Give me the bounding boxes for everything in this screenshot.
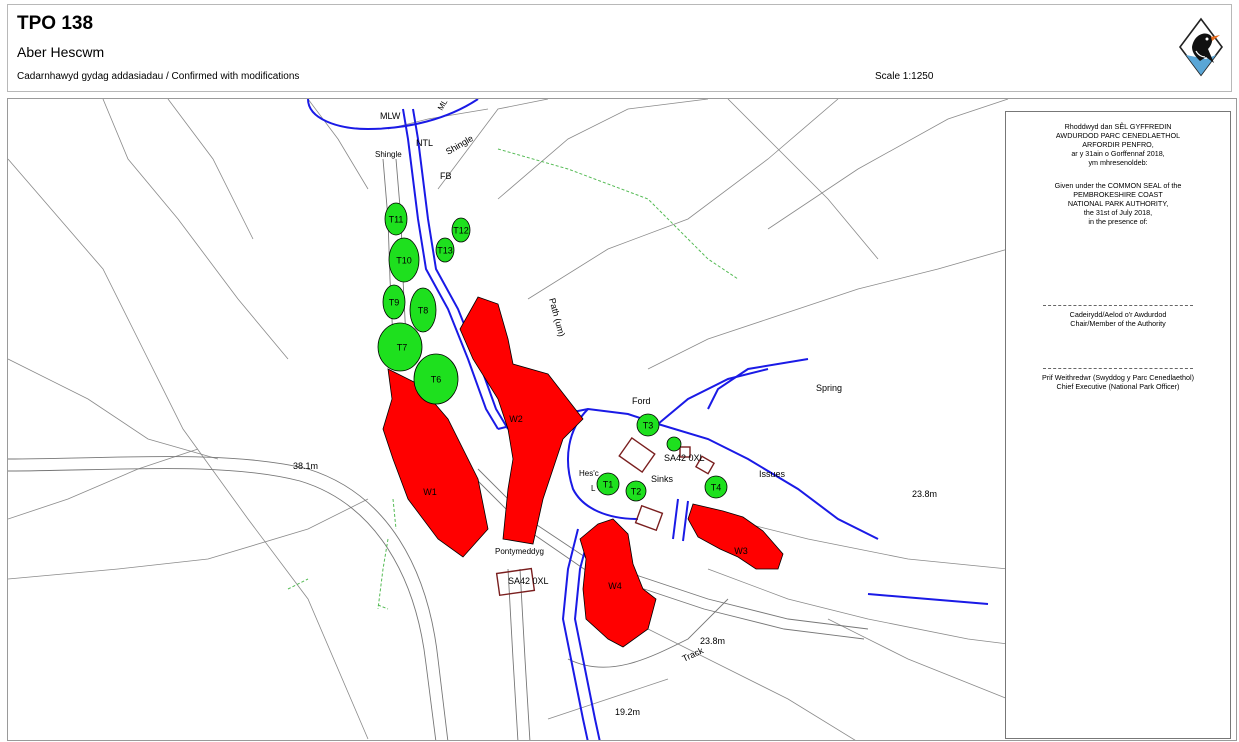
- woodland-label: W2: [509, 414, 523, 424]
- woodland-labels: W1 W2 W3 W4: [423, 414, 748, 591]
- seal-welsh-text: Rhoddwyd dan SÊL GYFFREDIN AWDURDOD PARC…: [1006, 122, 1230, 167]
- tree-label: T12: [453, 225, 469, 235]
- woodland-w4: [579, 518, 657, 648]
- seal-line: ARFORDIR PENFRO,: [1082, 140, 1154, 149]
- tree-t4: [704, 475, 728, 499]
- tree-t12: [451, 217, 471, 243]
- seal-english-text: Given under the COMMON SEAL of the PEMBR…: [1006, 181, 1230, 226]
- label-track: Track: [681, 645, 706, 664]
- tree-label: T7: [397, 342, 408, 352]
- label-fb: FB: [440, 171, 452, 181]
- seal-line: Given under the COMMON SEAL of the: [1054, 181, 1182, 190]
- tree-t8: [409, 287, 437, 333]
- tree-label: T1: [603, 479, 614, 489]
- label-mlw: MLW: [380, 111, 401, 121]
- tree-label: T8: [418, 305, 429, 315]
- tree-t2: [625, 480, 647, 502]
- label-height-238-bottom: 23.8m: [700, 636, 725, 646]
- buildings: [495, 436, 716, 597]
- signature-line: [1043, 368, 1193, 369]
- national-park-logo: [1179, 17, 1223, 77]
- woodland-label: W1: [423, 487, 437, 497]
- tree-label: T4: [711, 482, 722, 492]
- label-postcode-2: SA42 0XL: [508, 576, 549, 586]
- label-height-192: 19.2m: [615, 707, 640, 717]
- tree-t5-unlabelled: [666, 436, 682, 452]
- common-seal-panel: Rhoddwyd dan SÊL GYFFREDIN AWDURDOD PARC…: [1005, 111, 1231, 739]
- label-path-um: Path (um): [547, 297, 567, 338]
- label-pontymeddyg: Pontymeddyg: [495, 547, 544, 556]
- label-postcode-1: SA42 0XL: [664, 453, 705, 463]
- map-subtitle: Aber Hescwm: [17, 44, 105, 60]
- label-ntl: NTL: [416, 138, 433, 148]
- tree-label: T9: [389, 297, 400, 307]
- label-sinks: Sinks: [651, 474, 674, 484]
- woodland-w3: [687, 503, 784, 570]
- tree-t13: [435, 237, 455, 263]
- protected-trees: [377, 202, 728, 502]
- seal-line: ar y 31ain o Gorffennaf 2018,: [1071, 149, 1165, 158]
- tree-label: T6: [431, 374, 442, 384]
- label-spring: Spring: [816, 383, 842, 393]
- signatory-title: Chair/Member of the Authority: [1070, 319, 1166, 328]
- signatory-title: Chief Executive (National Park Officer): [1056, 382, 1180, 391]
- woodland-areas: [382, 296, 784, 648]
- seal-line: ym mhresenoldeb:: [1088, 158, 1148, 167]
- tree-labels: T1 T2 T3 T4 T6 T7 T8 T9 T10 T11 T12 T13: [389, 214, 722, 496]
- label-issues: Issues: [759, 469, 786, 479]
- seal-line: in the presence of:: [1088, 217, 1148, 226]
- label-height-381: 38.1m: [293, 461, 318, 471]
- tree-label: T10: [396, 255, 412, 265]
- label-ford: Ford: [632, 396, 651, 406]
- signature-block-chair: Cadeirydd/Aelod o'r Awdurdod Chair/Membe…: [1006, 305, 1230, 328]
- tree-t10: [388, 237, 420, 283]
- field-boundaries: [8, 99, 1009, 740]
- tree-t6: [413, 353, 459, 405]
- signature-block-chief-executive: Prif Weithredwr (Swyddog y Parc Cenedlae…: [1006, 368, 1230, 391]
- woodland-label: W4: [608, 581, 622, 591]
- label-hescwm-2: L: [591, 484, 596, 493]
- label-height-238-right: 23.8m: [912, 489, 937, 499]
- woodland-w2: [459, 296, 584, 545]
- footpaths: [287, 148, 739, 610]
- tree-t7: [377, 322, 423, 372]
- signatory-title: Cadeirydd/Aelod o'r Awdurdod: [1069, 310, 1167, 319]
- seal-line: AWDURDOD PARC CENEDLAETHOL: [1055, 131, 1181, 140]
- woodland-w1: [382, 368, 489, 558]
- signature-line: [1043, 305, 1193, 306]
- label-ml: ML: [436, 99, 450, 112]
- tree-label: T13: [437, 245, 453, 255]
- tree-t9: [382, 284, 406, 320]
- tree-t1: [596, 472, 620, 496]
- tree-label: T2: [631, 486, 642, 496]
- seal-line: the 31st of July 2018,: [1083, 208, 1153, 217]
- label-shingle-upper: Shingle: [444, 133, 475, 157]
- confirmation-status: Cadarnhawyd gydag addasiadau / Confirmed…: [17, 71, 300, 82]
- woodland-label: W3: [734, 546, 748, 556]
- ordnance-map: T1 T2 T3 T4 T6 T7 T8 T9 T10 T11 T12 T13 …: [8, 99, 1009, 740]
- map-header: TPO 138 Aber Hescwm Cadarnhawyd gydag ad…: [7, 4, 1232, 92]
- signatory-title: Prif Weithredwr (Swyddog y Parc Cenedlae…: [1041, 373, 1195, 382]
- seal-line: NATIONAL PARK AUTHORITY,: [1067, 199, 1169, 208]
- map-scale: Scale 1:1250: [875, 71, 934, 82]
- label-shingle-left: Shingle: [375, 150, 402, 159]
- seal-line: PEMBROKESHIRE COAST: [1073, 190, 1163, 199]
- watercourses: [307, 99, 989, 740]
- label-hescwm: Hes'c: [579, 469, 599, 478]
- tree-t11: [384, 202, 408, 236]
- tree-t3: [636, 413, 660, 437]
- tree-label: T3: [643, 420, 654, 430]
- tree-label: T11: [389, 214, 404, 224]
- seal-line: Rhoddwyd dan SÊL GYFFREDIN: [1064, 122, 1172, 131]
- map-title: TPO 138: [17, 13, 94, 34]
